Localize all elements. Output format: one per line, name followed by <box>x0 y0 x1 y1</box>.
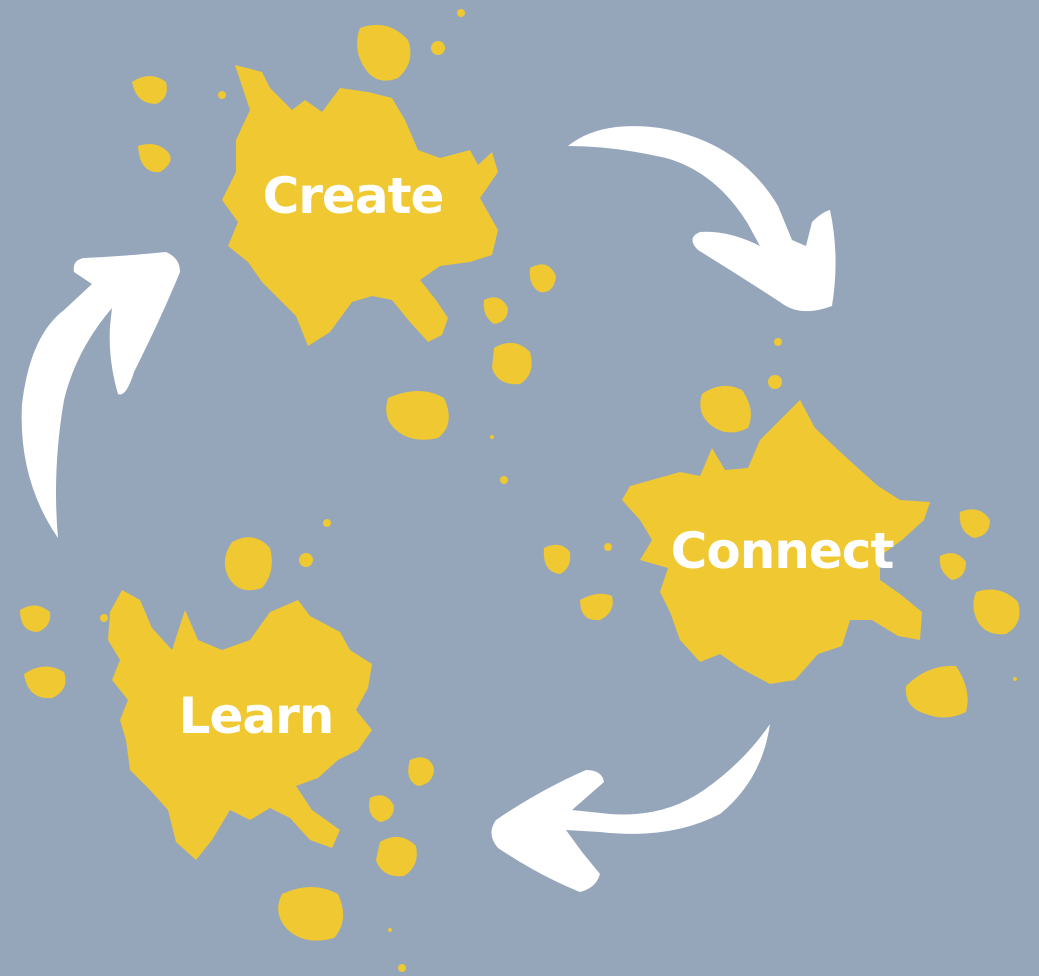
arrow-connect-to-learn <box>491 724 770 892</box>
node-label-create: Create <box>263 167 444 225</box>
node-label-learn: Learn <box>179 687 334 745</box>
splat-connect-body <box>622 400 930 684</box>
splat-learn-body <box>108 590 372 860</box>
arrow-learn-to-create <box>21 252 180 538</box>
splat-create <box>132 9 556 484</box>
arrow-create-to-connect <box>568 126 836 312</box>
splat-learn <box>20 519 434 972</box>
splat-create-body <box>222 65 498 346</box>
node-label-connect: Connect <box>671 522 894 580</box>
splat-connect <box>543 338 1020 718</box>
